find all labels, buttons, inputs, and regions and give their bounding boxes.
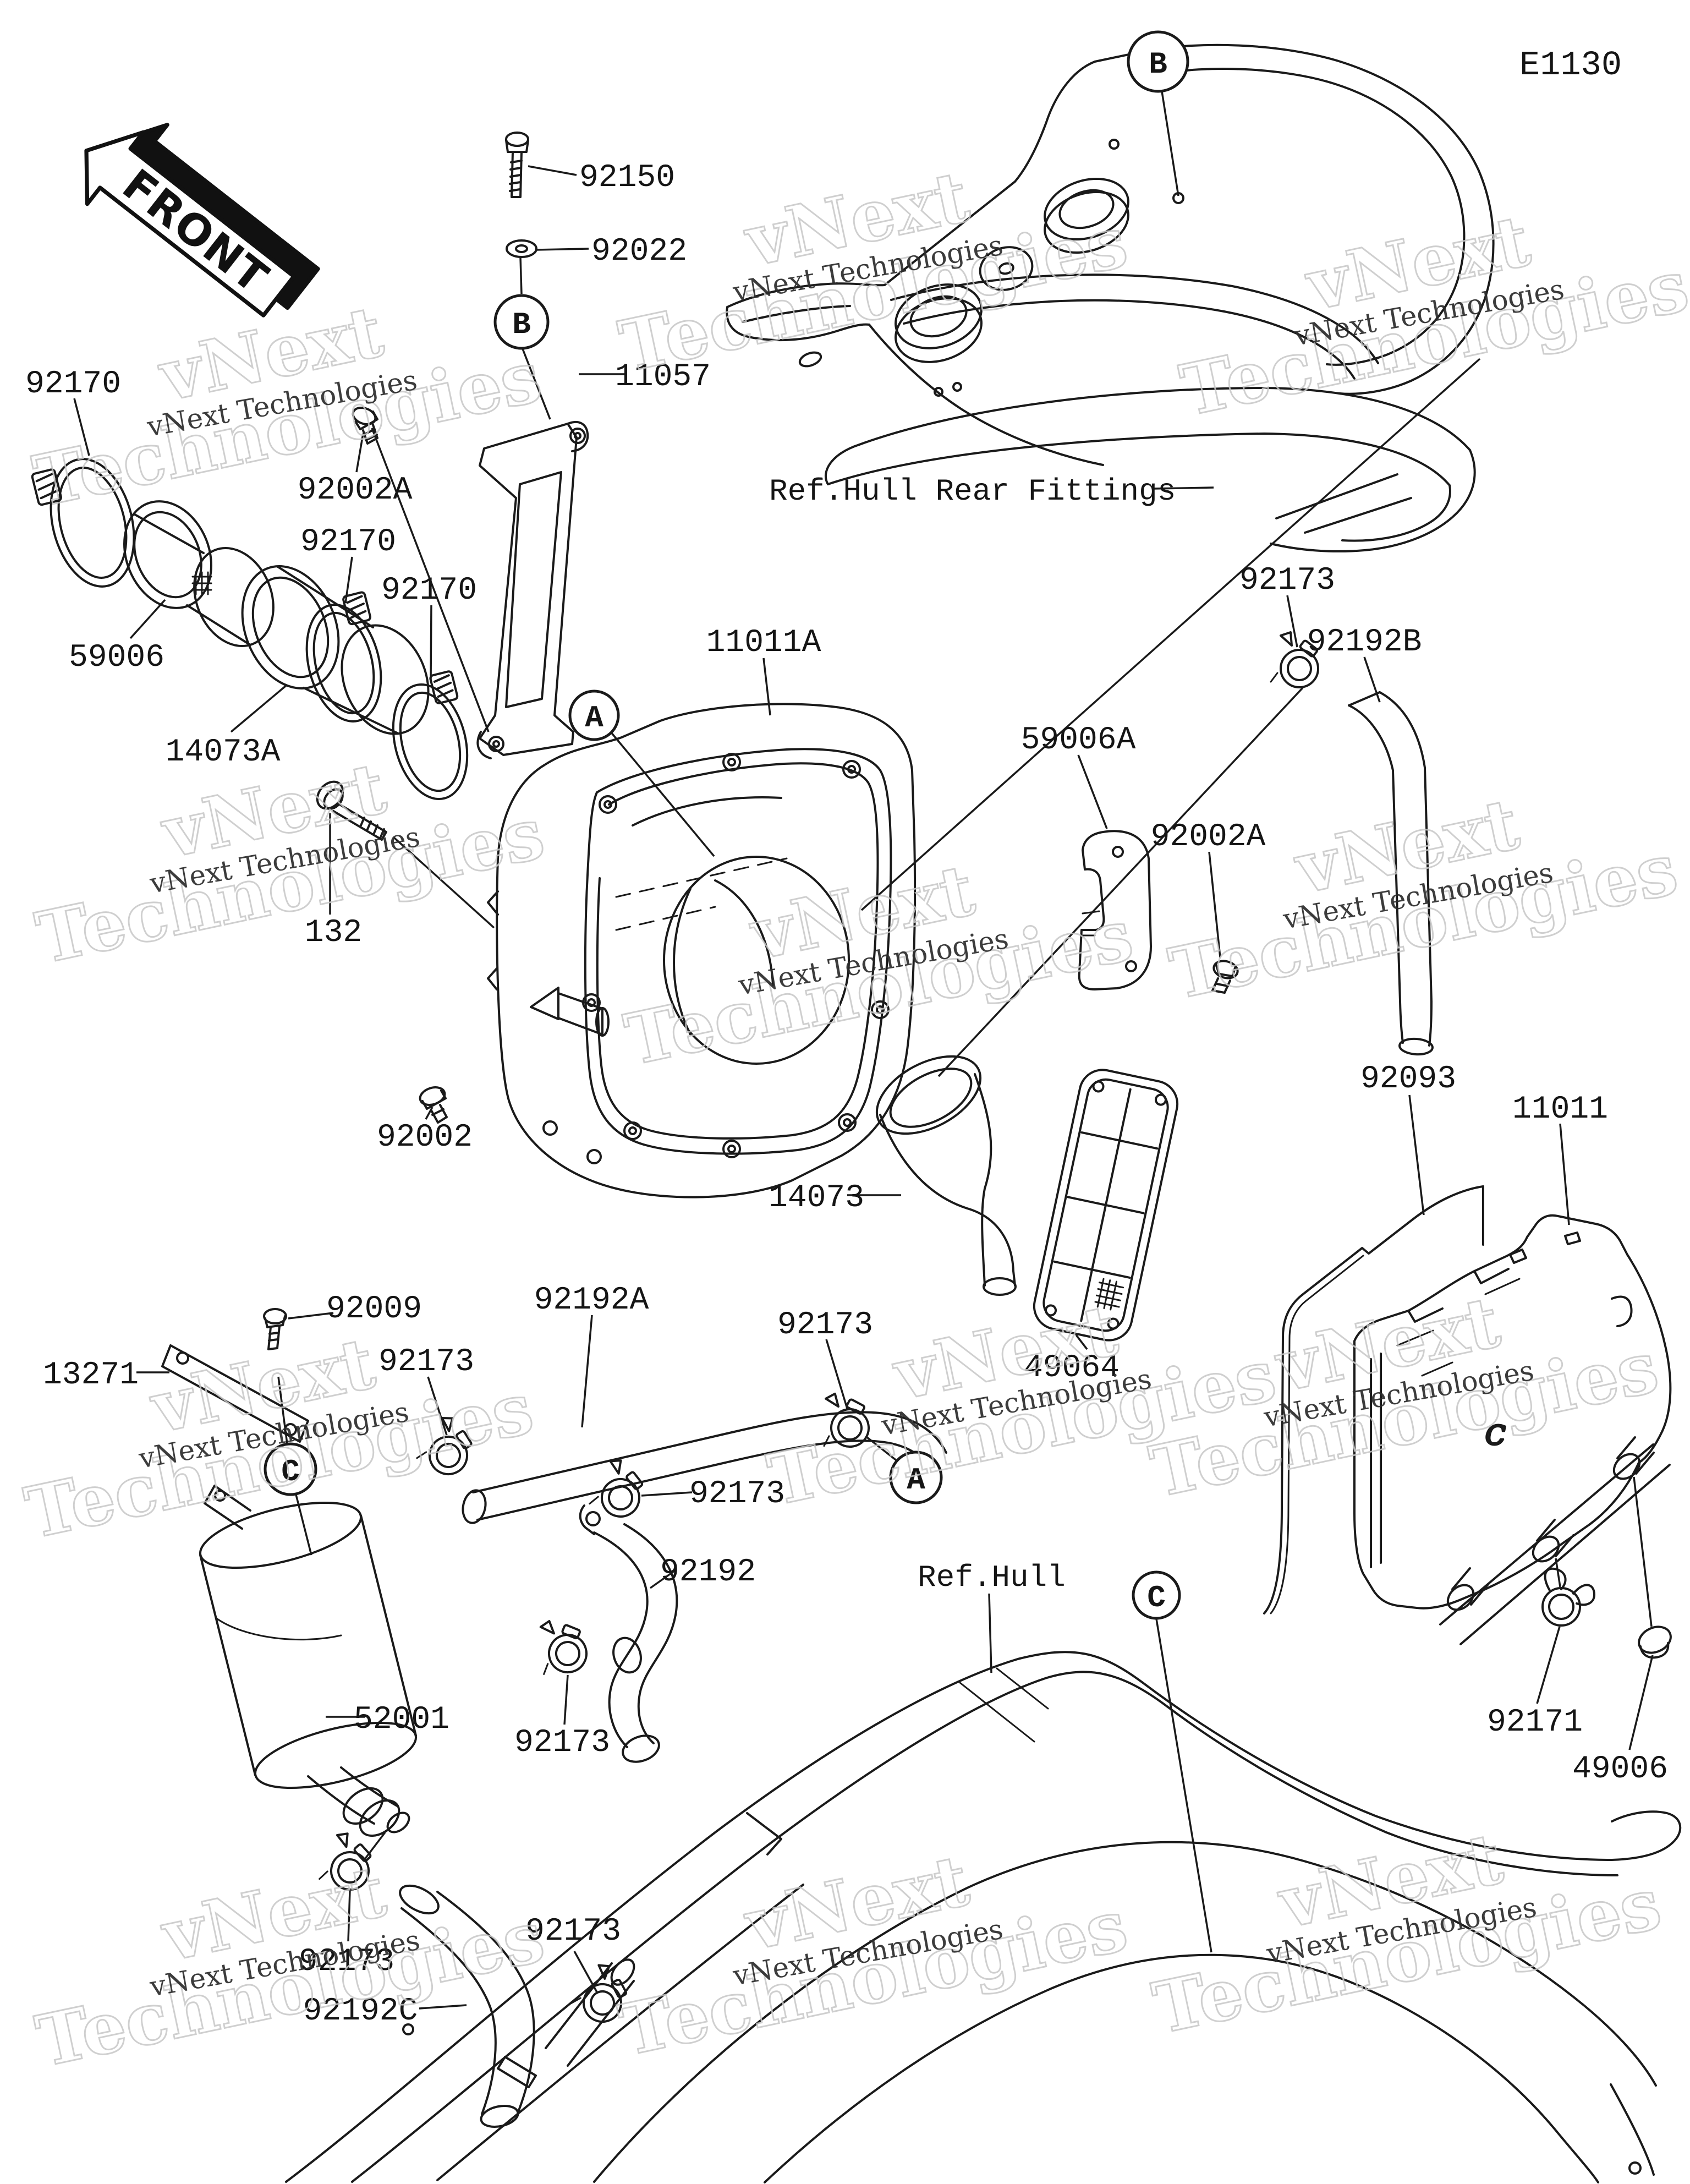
callout-letter-C: C xyxy=(281,1454,300,1490)
part-label-92170: 92170 xyxy=(300,524,396,560)
part-label-92192B: 92192B xyxy=(1307,625,1422,660)
callout-letter-A: A xyxy=(585,700,603,736)
ref-hull-rear-fittings-label: Ref.Hull Rear Fittings xyxy=(769,474,1176,509)
ref-hull-label: Ref.Hull xyxy=(918,1560,1066,1595)
part-label-14073A: 14073A xyxy=(166,735,281,770)
callout-circle-A xyxy=(889,1450,943,1504)
part-label-92173: 92173 xyxy=(299,1944,394,1980)
part-label-11011: 11011 xyxy=(1512,1092,1608,1127)
callout-circle-A xyxy=(568,689,620,741)
part-label-49064: 49064 xyxy=(1024,1350,1120,1386)
part-label-92170: 92170 xyxy=(381,573,477,609)
part-label-92173: 92173 xyxy=(777,1307,873,1343)
callout-B: B xyxy=(493,294,550,350)
callout-circle-C xyxy=(1132,1570,1181,1620)
part-label-92173: 92173 xyxy=(378,1344,474,1380)
part-label-92173: 92173 xyxy=(689,1476,785,1512)
part-label-132: 132 xyxy=(305,915,362,951)
hose-92192a-artwork xyxy=(462,1411,947,1524)
part-label-92093: 92093 xyxy=(1360,1061,1456,1097)
hose-92192b-artwork xyxy=(1348,691,1434,1056)
part-label-92173: 92173 xyxy=(1239,563,1335,599)
callout-circle-B xyxy=(493,294,550,350)
part-label-92022: 92022 xyxy=(591,234,687,270)
part-label-52001: 52001 xyxy=(354,1702,449,1738)
leader-lines xyxy=(73,91,1654,2010)
callout-letter-A: A xyxy=(907,1463,925,1498)
part-label-92002: 92002 xyxy=(377,1120,473,1156)
part-label-59006: 59006 xyxy=(69,640,164,676)
callout-circle-B xyxy=(1127,30,1189,93)
screw-92002a-right-artwork xyxy=(1211,960,1239,994)
part-label-49006: 49006 xyxy=(1572,1751,1668,1787)
part-label-92002A: 92002A xyxy=(1151,819,1266,855)
part-labels-layer: 9215092022110579217092002A92170921705900… xyxy=(25,160,1668,2029)
screw-92002-artwork xyxy=(419,1086,448,1124)
part-label-92192A: 92192A xyxy=(534,1283,649,1318)
part-label-14073: 14073 xyxy=(769,1180,864,1216)
case-mark-c: C xyxy=(1485,1420,1506,1451)
callout-circles-layer: B B A A C C xyxy=(264,30,1189,1620)
page-code-label: E1130 xyxy=(1519,46,1622,85)
part-label-11057: 11057 xyxy=(615,359,711,395)
bolt-132-artwork xyxy=(316,780,387,841)
elbow-duct-artwork xyxy=(875,1055,1017,1296)
arrester-plate-artwork xyxy=(1033,1069,1179,1342)
callout-letter-C: C xyxy=(1147,1580,1166,1616)
seal-92093-artwork xyxy=(1263,1185,1484,1614)
part-label-92192C: 92192C xyxy=(303,1994,418,2029)
callout-circle-C xyxy=(264,1442,317,1496)
callout-B: B xyxy=(1127,30,1189,93)
part-label-92173: 92173 xyxy=(525,1914,621,1950)
callout-C: C xyxy=(1132,1570,1181,1620)
part-label-11011A: 11011A xyxy=(706,625,821,661)
callout-C: C xyxy=(264,1442,317,1496)
hose-92192c-artwork xyxy=(399,1884,635,2128)
part-label-92192: 92192 xyxy=(660,1554,756,1590)
front-arrow: FRONT xyxy=(84,123,320,318)
callout-A: A xyxy=(568,689,620,741)
part-label-92150: 92150 xyxy=(579,160,675,196)
rear-case-artwork: C xyxy=(1353,1214,1672,1645)
part-label-92173: 92173 xyxy=(514,1725,610,1761)
part-label-92002A: 92002A xyxy=(298,473,413,508)
part-label-92171: 92171 xyxy=(1487,1705,1583,1740)
part-label-92170: 92170 xyxy=(25,366,121,402)
callout-A: A xyxy=(889,1450,943,1504)
waterbox-52001-artwork xyxy=(199,1485,642,1837)
cap-and-wireclamp-artwork xyxy=(1541,1567,1672,1659)
callout-letter-B: B xyxy=(1149,47,1167,82)
callout-letter-B: B xyxy=(512,307,531,342)
filter-cluster-artwork xyxy=(31,407,469,801)
part-label-92009: 92009 xyxy=(326,1291,422,1327)
hull-rear-fittings-artwork xyxy=(726,43,1495,552)
bracket-11057-artwork xyxy=(476,132,589,759)
filter-case-artwork xyxy=(487,703,917,1198)
part-label-59006A: 59006A xyxy=(1021,722,1136,758)
part-label-13271: 13271 xyxy=(43,1358,139,1393)
